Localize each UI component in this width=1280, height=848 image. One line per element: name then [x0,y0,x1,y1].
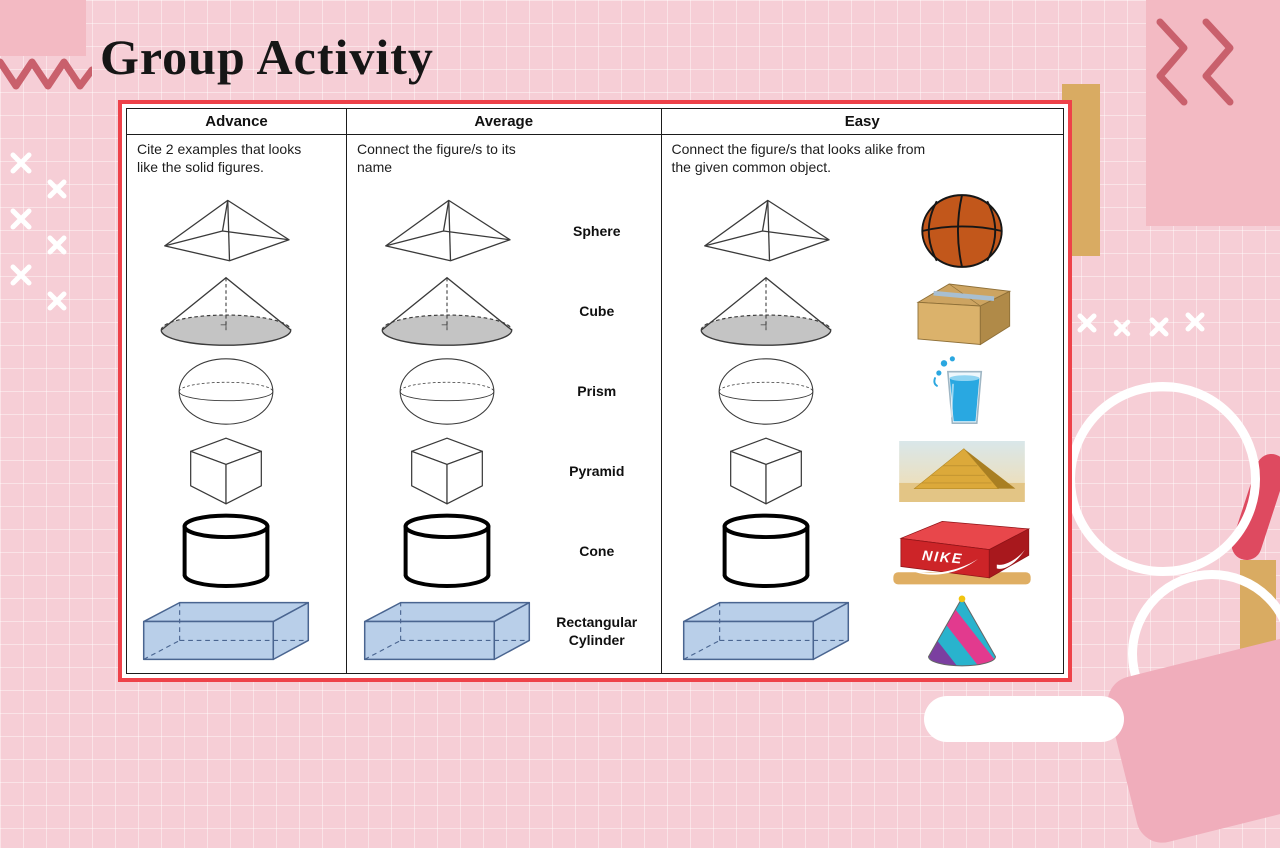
column-advance-instructions-box: Cite 2 examples that looks like the soli… [127,135,346,191]
match-row: Rectangular Cylinder [347,591,660,671]
match-row [662,351,1063,431]
cone-figure [155,274,297,349]
salmon-block-topright [1146,0,1280,226]
x-mark [1077,313,1097,333]
column-easy-header: Easy [661,109,1063,135]
figure-row [127,271,346,351]
match-row [662,431,1063,511]
figure-row [127,191,346,271]
column-average-instructions-box: Connect the figure/s to its name [347,135,660,191]
x-mark [10,264,32,286]
slide-title: Group Activity [100,29,434,85]
match-row: Pyramid [347,431,660,511]
circle-outline-large [1066,382,1260,576]
match-row: Sphere [347,191,660,271]
figure-row [127,351,346,431]
rectangular-prism-figure [666,596,866,666]
match-row [662,191,1063,271]
x-mark [10,208,32,230]
x-mark [47,179,67,199]
egyptian-pyramid-image [887,441,1037,502]
x-mark [1149,317,1169,337]
x-mark [1113,319,1131,337]
column-average-instructions: Connect the figure/s to its name [357,141,516,175]
cylinder-figure [666,512,866,590]
match-row [662,271,1063,351]
cardboard-box-image [887,273,1037,350]
cube-figure [666,433,866,509]
activity-panel: Advance Cite 2 examples that looks like … [118,100,1072,682]
sphere-figure [351,356,543,427]
x-mark [47,235,67,255]
column-easy-instructions-box: Connect the figure/s that looks alike fr… [662,135,1063,191]
zigzag-topleft [0,58,92,90]
match-row [662,591,1063,671]
glass-of-water-image [887,355,1037,427]
rectangular-prism-figure [351,596,543,666]
cube-figure [180,433,272,509]
sphere-figure [176,356,276,427]
match-row: Cone [347,511,660,591]
nike-label: NIKE [921,547,963,567]
column-easy-instructions: Connect the figure/s that looks alike fr… [671,141,926,175]
column-advance: Advance Cite 2 examples that looks like … [127,109,347,673]
salmon-square-topleft [0,0,86,56]
figure-row [127,591,346,671]
x-mark [47,291,67,311]
party-hat-image [887,593,1037,670]
cube-figure [351,433,543,509]
column-advance-instructions: Cite 2 examples that looks like the soli… [137,141,302,175]
figure-row [127,511,346,591]
cone-figure [351,274,543,349]
column-average-header: Average [347,109,661,135]
shape-name-rectangular-cylinder: Rectangular Cylinder [556,613,638,648]
shape-name-cone: Cone [579,542,615,559]
sphere-figure [666,356,866,427]
x-mark [10,152,32,174]
cylinder-figure [178,512,274,590]
white-capsule-decoration [924,696,1124,742]
shape-name-prism: Prism [577,382,617,399]
column-easy: Easy Connect the figure/s that looks ali… [660,109,1063,673]
shape-name-sphere: Sphere [573,222,621,239]
activity-table: Advance Cite 2 examples that looks like … [126,108,1064,674]
match-row: NIKE [662,511,1063,591]
pyramid-figure [156,196,296,266]
pyramid-figure [666,196,866,266]
cylinder-figure [351,512,543,590]
cone-figure [666,274,866,349]
basketball-image [887,192,1037,270]
match-row: Cube [347,271,660,351]
figure-row [127,431,346,511]
rectangular-prism-figure [136,596,316,666]
nike-shoebox-image: NIKE [887,512,1037,591]
shape-name-pyramid: Pyramid [569,462,625,479]
shape-name-cube: Cube [579,302,615,319]
zigzag-topright [1156,18,1234,106]
match-row: Prism [347,351,660,431]
column-advance-header: Advance [127,109,347,135]
column-average: Average Connect the figure/s to its name… [346,109,661,673]
pyramid-figure [351,196,543,266]
x-mark [1185,312,1205,332]
